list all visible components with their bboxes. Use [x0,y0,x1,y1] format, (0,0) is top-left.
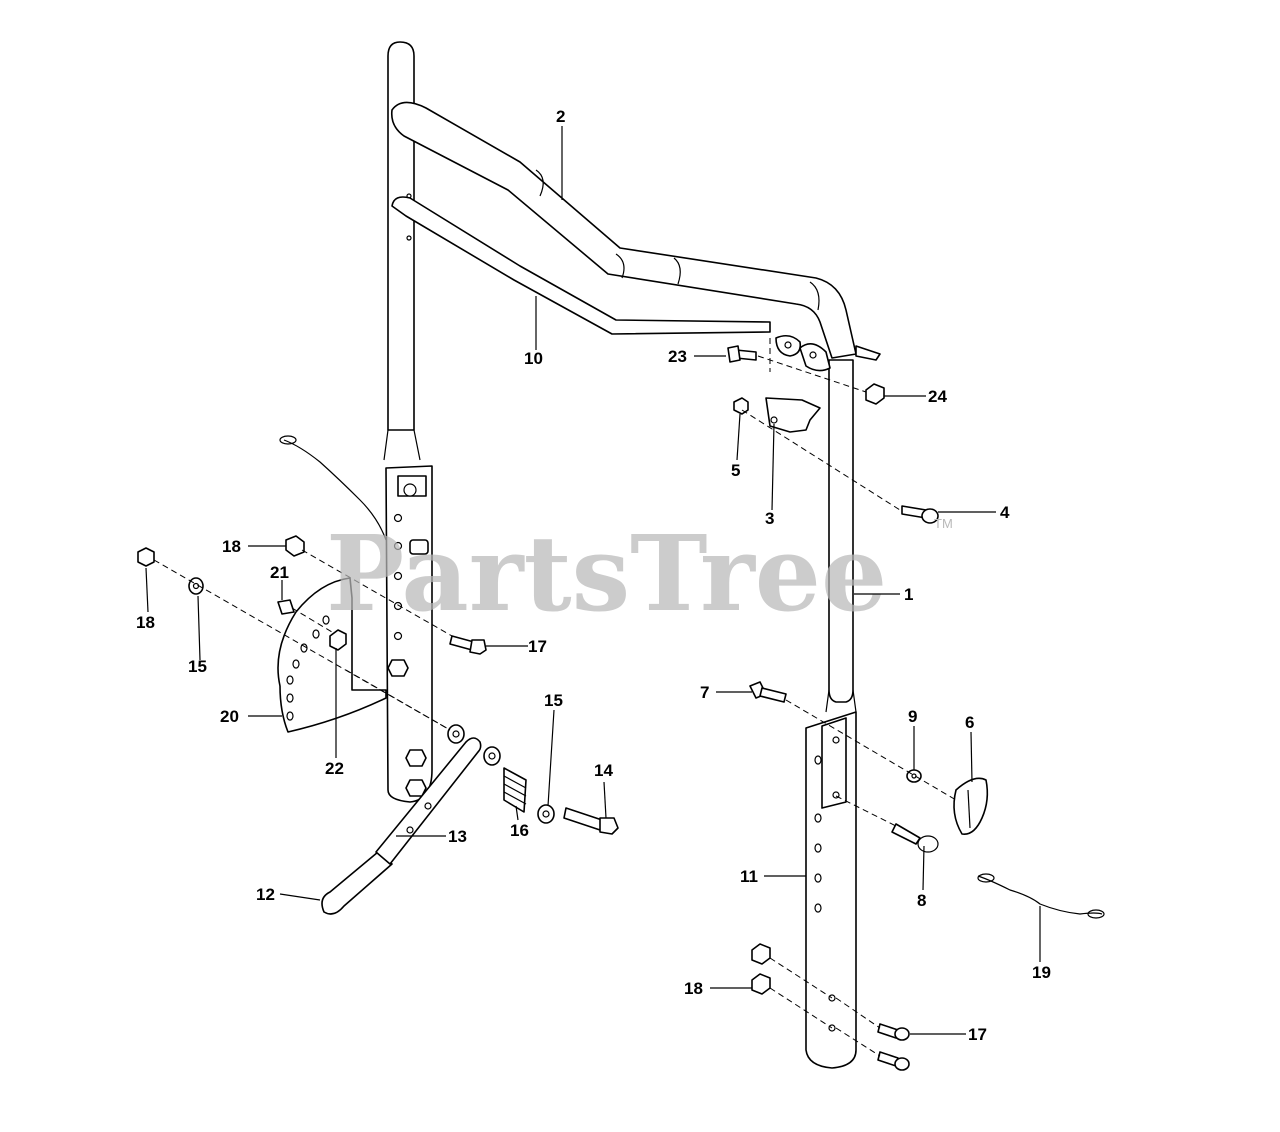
callout-18-far-left: 18 [136,613,155,632]
part-13-lever-arm [375,737,482,865]
watermark: PartsTree TM [326,512,953,635]
part-2-grip [390,101,857,359]
callout-15-right: 15 [544,691,563,710]
part-20-notched-plate [277,577,387,733]
callout-7: 7 [700,683,709,702]
callout-24: 24 [928,387,947,406]
callout-16: 16 [510,821,529,840]
part-24-nut [865,383,885,405]
part-21-bolt [277,599,295,615]
part-16-spring [503,767,527,813]
callout-18-right: 18 [684,979,703,998]
callout-19: 19 [1032,963,1051,982]
part-15-washer-right [537,804,555,824]
part-5-nut [733,397,749,415]
watermark-text: PartsTree [326,512,887,635]
callout-17-left: 17 [528,637,547,656]
part-19-cable [977,873,1105,919]
callout-15-left: 15 [188,657,207,676]
callout-5: 5 [731,461,740,480]
callout-20: 20 [220,707,239,726]
part-4-bolt [901,505,939,524]
callout-13: 13 [448,827,467,846]
callout-22: 22 [325,759,344,778]
callout-3: 3 [765,509,774,528]
left-lower-bracket [385,465,433,803]
part-11-right-bracket [805,711,857,1069]
part-23-bolt [727,345,757,363]
part-12-lever-grip [321,851,393,915]
callout-4: 4 [1000,503,1010,522]
callout-17-right: 17 [968,1025,987,1044]
part-9-washer [906,769,922,783]
assembly-lines [153,338,957,1057]
part-7-bolt [749,681,787,703]
watermark-trademark: TM [934,516,953,531]
leader-lines [145,126,1041,1035]
part-15-washer-left [188,577,204,595]
left-upright-tube [383,41,421,461]
part-8-pin [891,823,939,853]
callout-11: 11 [740,867,758,886]
upper-cable [279,435,387,541]
callout-8: 8 [917,891,926,910]
part-6-knob [953,777,989,835]
callout-2: 2 [556,107,565,126]
callout-1: 1 [904,585,913,604]
part-10-handlebar [391,196,771,335]
callout-6: 6 [965,713,974,732]
callout-23: 23 [668,347,687,366]
callout-14: 14 [594,761,613,780]
hinge-plates [775,334,881,372]
part-1-right-upright [825,359,857,713]
callout-9: 9 [908,707,917,726]
callout-18-left: 18 [222,537,241,556]
callouts: 1 2 3 4 5 6 7 8 9 10 11 12 13 14 15 15 1… [136,107,1051,1044]
callout-21: 21 [270,563,289,582]
part-17-bolts-right [877,1023,910,1071]
part-17-bolt-left [449,635,487,655]
part-18-nuts [137,535,771,995]
callout-10: 10 [524,349,543,368]
callout-12: 12 [256,885,275,904]
lever-washers [447,724,501,766]
part-14-bolt [563,807,619,835]
part-22-nut [329,629,347,651]
